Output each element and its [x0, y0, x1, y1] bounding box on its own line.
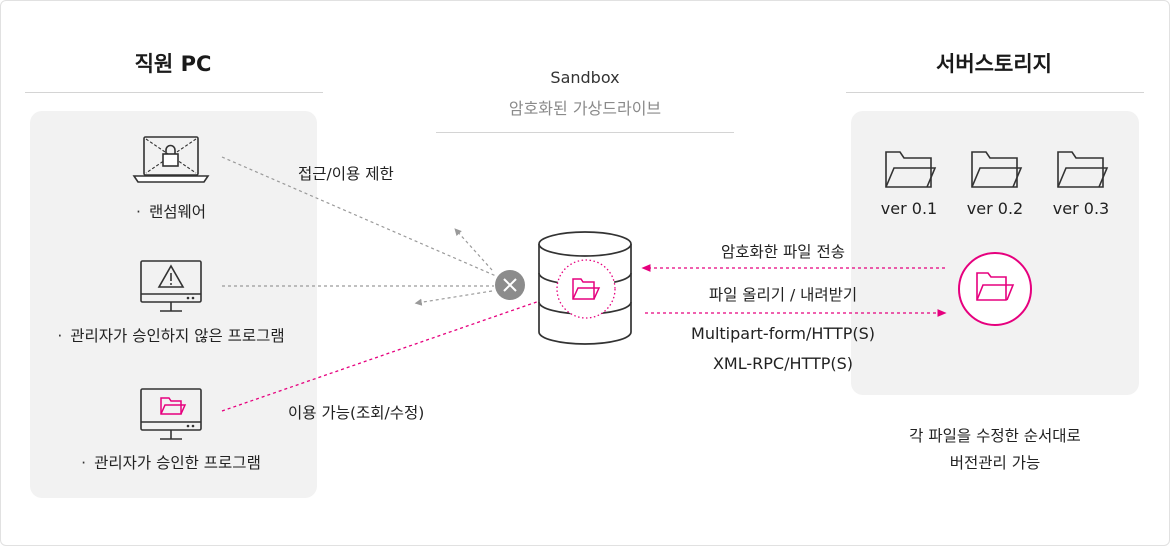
version-caption-line1: 각 파일을 수정한 순서대로 — [909, 427, 1081, 445]
version-folder-icon — [885, 151, 937, 188]
employee-pc-title: 직원 PC — [134, 52, 212, 76]
storage-folder-icon — [958, 252, 1032, 326]
center-divider — [436, 132, 734, 133]
approved-program-label: 관리자가 승인한 프로그램 — [81, 451, 261, 473]
version-label: ver 0.3 — [1052, 199, 1110, 218]
sandbox-folder-icon — [572, 278, 601, 300]
usage-allowed-label: 이용 가능(조회/수정) — [288, 404, 425, 422]
sandbox-title: Sandbox — [550, 68, 620, 87]
monitor-folder-icon — [140, 388, 202, 440]
version-label: ver 0.1 — [880, 199, 938, 218]
bounce-arrow-down — [414, 290, 493, 306]
sandbox-ring — [556, 259, 616, 319]
version-folder-icon — [971, 151, 1023, 188]
approved-line — [221, 295, 554, 412]
version-caption-line2: 버전관리 가능 — [949, 454, 1041, 472]
access-restricted-label: 접근/이용 제한 — [298, 165, 394, 183]
encrypted-transfer-label: 암호화한 파일 전송 — [721, 243, 845, 261]
ransomware-label: 랜섬웨어 — [136, 200, 206, 222]
version-label: ver 0.2 — [966, 199, 1024, 218]
monitor-warning-icon — [140, 260, 202, 312]
version-folder-icon — [1057, 151, 1109, 188]
laptop-lock-icon — [132, 136, 210, 183]
protocol-label-1: Multipart-form/HTTP(S) — [691, 324, 875, 343]
left-divider — [25, 92, 323, 93]
ransomware-line — [221, 156, 497, 277]
bounce-arrow-up — [454, 228, 493, 271]
right-divider — [846, 92, 1144, 93]
server-storage-title: 서버스토리지 — [936, 52, 1052, 76]
upload-download-label: 파일 올리기 / 내려받기 — [708, 286, 858, 304]
sandbox-subtitle: 암호화된 가상드라이브 — [508, 99, 662, 118]
blocked-icon — [495, 270, 525, 300]
unapproved-program-label: 관리자가 승인하지 않은 프로그램 — [57, 324, 284, 346]
protocol-label-2: XML-RPC/HTTP(S) — [712, 354, 854, 373]
